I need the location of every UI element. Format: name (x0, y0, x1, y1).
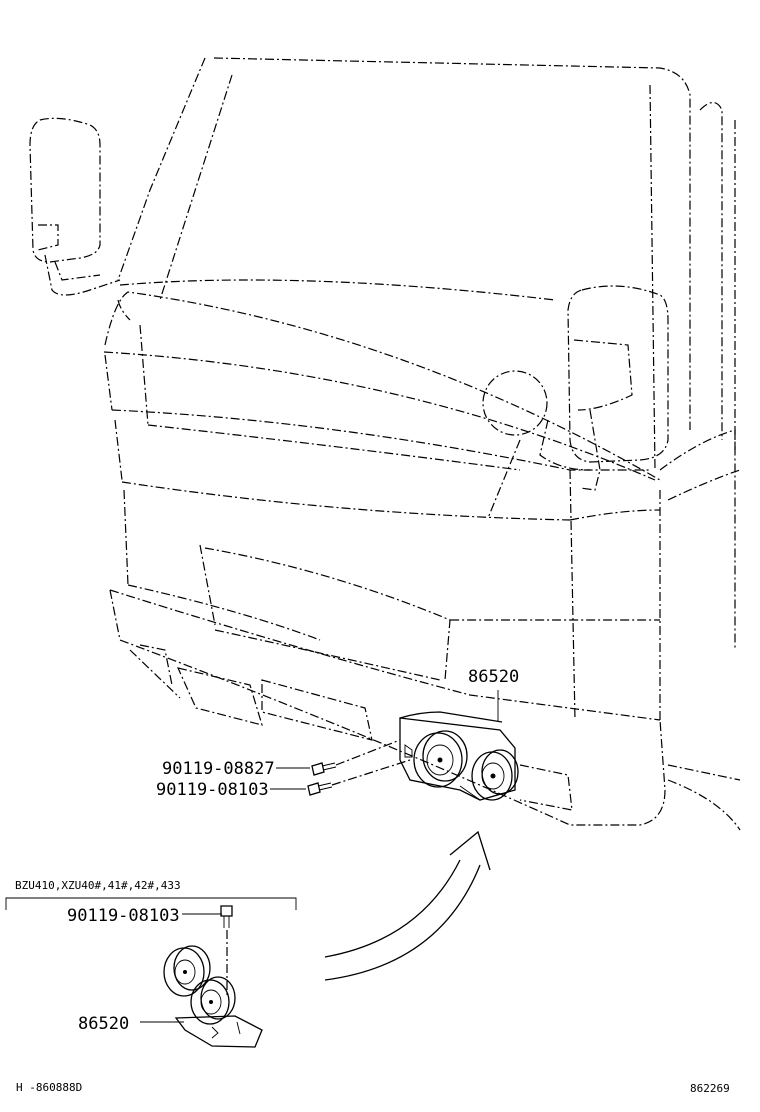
bolt-90119-08103-icon (307, 759, 411, 796)
footer-code-left: H -860888D (16, 1081, 82, 1094)
inset-bolt-icon (220, 905, 233, 995)
inset-horn-icon (163, 945, 263, 1048)
footer-code-right: 862269 (690, 1082, 730, 1095)
right-mirror (482, 285, 669, 519)
label-bolt-90119-08827: 90119-08827 (162, 759, 275, 779)
inset-label-horn-86520: 86520 (78, 1014, 129, 1034)
bolt-90119-08827-icon (311, 739, 401, 776)
truck-cab-outline (103, 57, 741, 831)
label-horn-86520: 86520 (468, 667, 519, 687)
inset-header: BZU410,XZU40#,41#,42#,433 (15, 879, 181, 892)
label-bolt-90119-08103: 90119-08103 (156, 780, 269, 800)
inset-label-bolt-90119-08103: 90119-08103 (67, 906, 180, 926)
horn-assembly-installed (399, 711, 519, 801)
curved-arrow-icon (324, 830, 491, 981)
inset-variant-box: BZU410,XZU40#,41#,42#,433 90119-08103 86… (5, 879, 297, 1048)
left-mirror (29, 117, 121, 296)
